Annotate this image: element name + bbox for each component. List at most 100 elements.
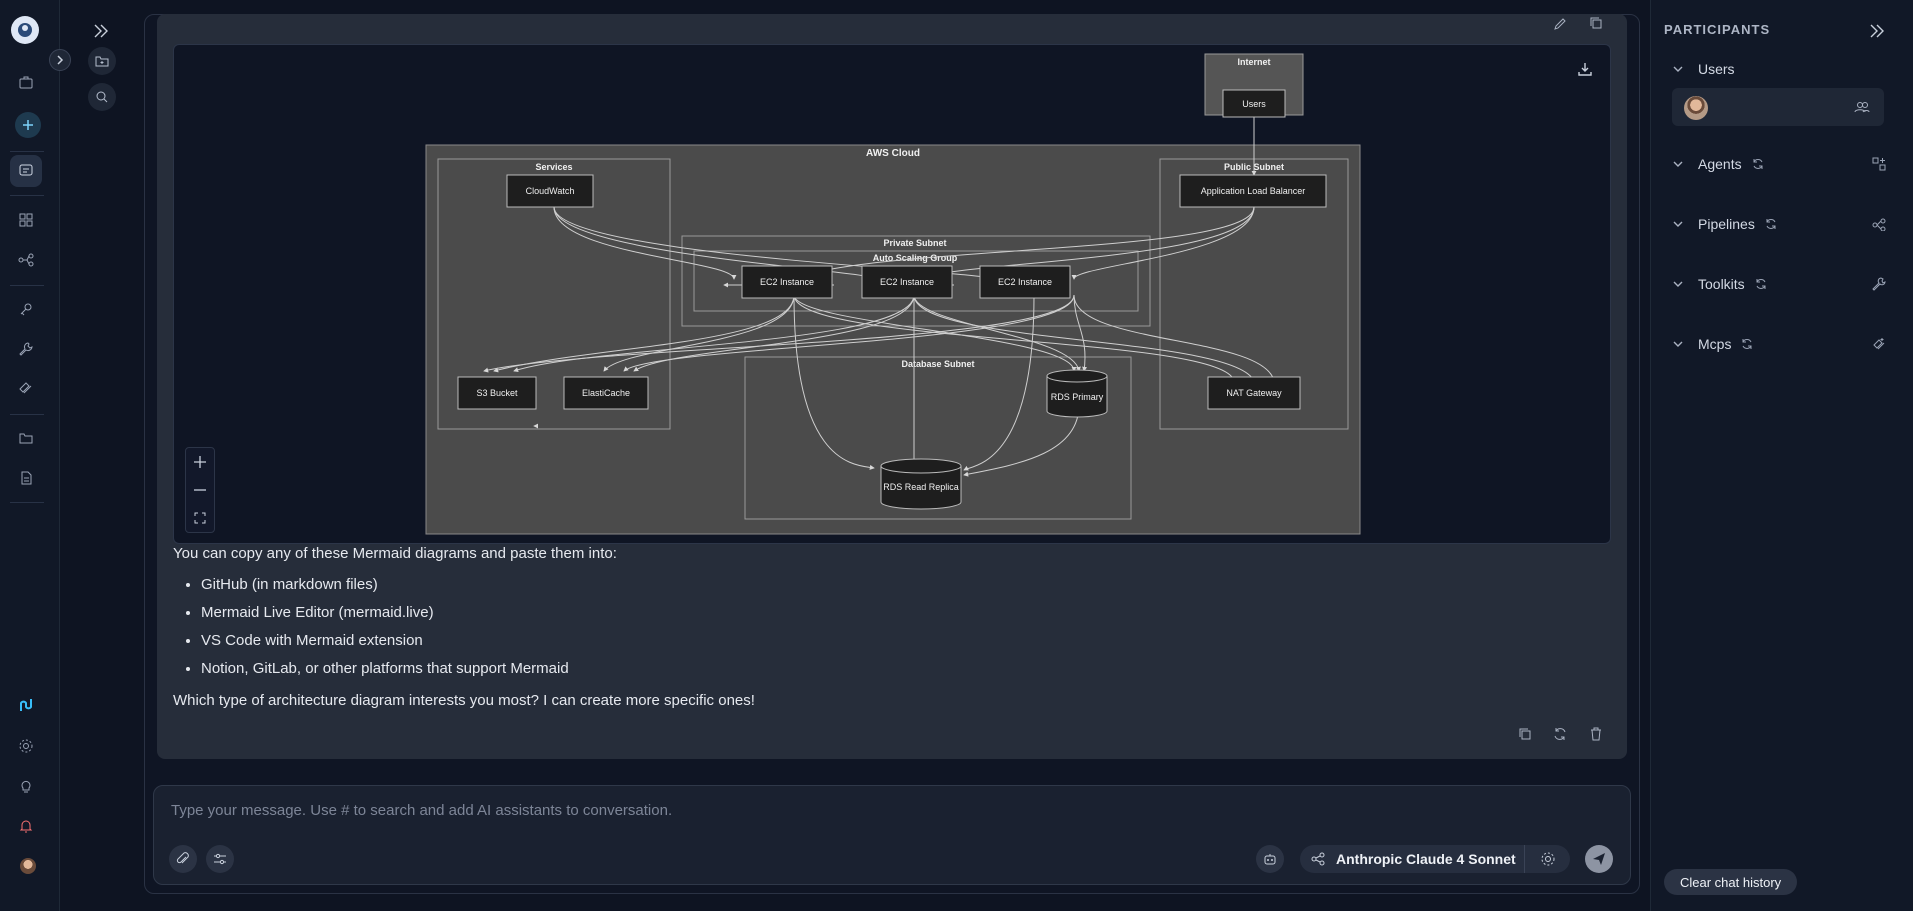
list-item: VS Code with Mermaid extension xyxy=(201,631,569,659)
chevron-down-icon xyxy=(1672,63,1690,75)
dashboard-icon[interactable] xyxy=(10,204,42,236)
mcp-icon[interactable] xyxy=(10,372,42,404)
add-pipeline-icon[interactable] xyxy=(1872,217,1886,231)
node-s3-label: S3 Bucket xyxy=(476,388,518,398)
chevron-down-icon xyxy=(1672,338,1690,350)
briefcase-icon[interactable] xyxy=(10,66,42,98)
group-users-icon[interactable] xyxy=(1854,99,1870,115)
mermaid-diagram: AWS Cloud Internet Services Public Subne… xyxy=(173,44,1611,544)
lightbulb-icon[interactable] xyxy=(10,770,42,802)
expand-panel-icon[interactable] xyxy=(92,22,110,40)
section-pipelines[interactable]: Pipelines xyxy=(1672,212,1886,236)
node-rds-primary xyxy=(1046,369,1108,418)
send-button[interactable] xyxy=(1585,845,1613,873)
section-agents[interactable]: Agents xyxy=(1672,152,1886,176)
section-mcps[interactable]: Mcps xyxy=(1672,332,1886,356)
node-alb-label: Application Load Balancer xyxy=(1201,186,1306,196)
pipelines-icon[interactable] xyxy=(10,244,42,276)
add-button[interactable] xyxy=(15,112,41,138)
user-avatar[interactable] xyxy=(20,858,36,874)
assistant-bot-icon[interactable] xyxy=(1256,845,1284,873)
node-elasticache-label: ElastiCache xyxy=(582,388,630,398)
refresh-icon[interactable] xyxy=(1752,158,1764,170)
section-label: Pipelines xyxy=(1698,216,1755,232)
node-cloudwatch-label: CloudWatch xyxy=(526,186,575,196)
node-ec2-2-label: EC2 Instance xyxy=(880,277,934,287)
group-private-subnet-label: Private Subnet xyxy=(883,238,946,248)
node-ec2-3-label: EC2 Instance xyxy=(998,277,1052,287)
group-private-subnet xyxy=(681,235,1151,327)
participant-avatar xyxy=(1684,96,1708,120)
edit-icon[interactable] xyxy=(1548,12,1572,36)
key-icon[interactable] xyxy=(10,293,42,325)
wrench-icon[interactable] xyxy=(10,333,42,365)
node-application-load-balancer xyxy=(1179,174,1327,208)
group-database-subnet-label: Database Subnet xyxy=(901,359,974,369)
node-nat-gateway xyxy=(1207,376,1301,410)
node-cloudwatch xyxy=(506,174,594,208)
download-icon[interactable] xyxy=(1573,57,1597,81)
message-closing: Which type of architecture diagram inter… xyxy=(173,692,755,709)
refresh-icon[interactable] xyxy=(1765,218,1777,230)
message-input[interactable] xyxy=(169,797,1569,823)
node-users xyxy=(1222,89,1286,118)
node-users-label: Users xyxy=(1242,99,1266,109)
architecture-diagram-svg: AWS Cloud Internet Services Public Subne… xyxy=(425,53,1361,535)
model-settings-icon[interactable] xyxy=(1524,845,1570,873)
node-rds-replica-label: RDS Read Replica xyxy=(883,482,959,492)
brand-mark-icon[interactable] xyxy=(10,689,42,721)
section-toolkits[interactable]: Toolkits xyxy=(1672,272,1886,296)
chevron-down-icon xyxy=(1672,218,1690,230)
node-rds-read-replica xyxy=(880,458,962,510)
app-logo[interactable] xyxy=(11,16,39,44)
attach-icon[interactable] xyxy=(169,845,197,873)
node-ec2-instance-1 xyxy=(741,265,833,299)
new-folder-icon[interactable] xyxy=(88,47,116,75)
regenerate-icon[interactable] xyxy=(1548,722,1572,746)
delete-icon[interactable] xyxy=(1584,722,1608,746)
message-intro: You can copy any of these Mermaid diagra… xyxy=(173,545,617,562)
platform-list: GitHub (in markdown files) Mermaid Live … xyxy=(173,575,569,687)
group-internet-label: Internet xyxy=(1237,57,1270,67)
document-icon[interactable] xyxy=(10,462,42,494)
search-icon[interactable] xyxy=(88,83,116,111)
list-item: Mermaid Live Editor (mermaid.live) xyxy=(201,603,569,631)
sliders-icon[interactable] xyxy=(206,845,234,873)
participants-panel xyxy=(1650,0,1913,911)
settings-icon[interactable] xyxy=(10,730,42,762)
copy-code-icon[interactable] xyxy=(1584,11,1608,35)
copy-message-icon[interactable] xyxy=(1513,722,1537,746)
add-toolkit-icon[interactable] xyxy=(1872,277,1886,291)
list-item: GitHub (in markdown files) xyxy=(201,575,569,603)
section-label: Toolkits xyxy=(1698,276,1745,292)
add-agent-icon[interactable] xyxy=(1872,157,1886,171)
list-item: Notion, GitLab, or other platforms that … xyxy=(201,659,569,687)
notification-bell-icon[interactable] xyxy=(10,810,42,842)
group-services-label: Services xyxy=(535,162,572,172)
zoom-in-icon[interactable] xyxy=(186,448,214,476)
node-ec2-1-label: EC2 Instance xyxy=(760,277,814,287)
diagram-edges xyxy=(483,103,1276,477)
refresh-icon[interactable] xyxy=(1755,278,1767,290)
zoom-out-icon[interactable] xyxy=(186,476,214,504)
clear-chat-history-button[interactable]: Clear chat history xyxy=(1664,869,1798,895)
participant-user-card[interactable] xyxy=(1672,88,1884,126)
section-users[interactable]: Users xyxy=(1672,57,1886,81)
folder-icon[interactable] xyxy=(10,422,42,454)
chat-icon[interactable] xyxy=(10,155,42,187)
model-selector[interactable]: Anthropic Claude 4 Sonnet xyxy=(1300,845,1570,873)
share-nodes-icon xyxy=(1300,852,1336,866)
node-nat-label: NAT Gateway xyxy=(1226,388,1282,398)
section-label: Users xyxy=(1698,61,1735,77)
node-elasticache xyxy=(563,376,649,410)
collapse-panel-icon[interactable] xyxy=(1868,22,1886,40)
node-s3-bucket xyxy=(457,376,537,410)
node-rds-primary-label: RDS Primary xyxy=(1051,392,1104,402)
expand-rail-icon[interactable] xyxy=(49,49,71,71)
add-mcp-icon[interactable] xyxy=(1872,337,1886,351)
fit-view-icon[interactable] xyxy=(186,504,214,532)
group-auto-scaling-label: Auto Scaling Group xyxy=(873,253,958,263)
participants-title: PARTICIPANTS xyxy=(1664,22,1771,37)
refresh-icon[interactable] xyxy=(1741,338,1753,350)
chevron-down-icon xyxy=(1672,278,1690,290)
